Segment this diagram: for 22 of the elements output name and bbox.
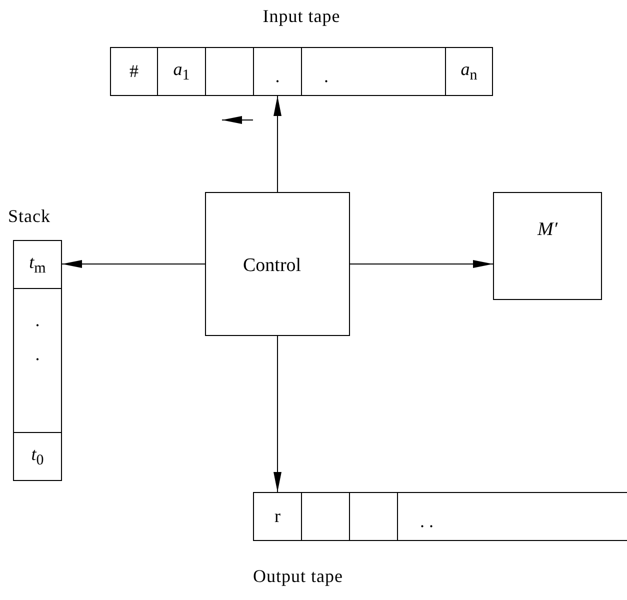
arrow: [274, 336, 282, 492]
arrow: [274, 96, 282, 192]
tape-cell: t$_{m}$: [13, 240, 62, 289]
tape-cell: a$_{1}$: [157, 47, 206, 96]
tape-cell: [349, 492, 398, 541]
tape-cell: [205, 47, 254, 96]
tape-cell: a$_{n}$: [445, 47, 493, 96]
tape-cell: #: [110, 47, 158, 96]
tape-cell: .: [301, 47, 446, 96]
arrow: [350, 260, 494, 268]
tape-cell: [301, 492, 350, 541]
tape-cell: . .: [397, 492, 627, 541]
tape-cell: r: [253, 492, 302, 541]
tape-heading: Output tape: [253, 566, 344, 587]
tape-cell: . .: [13, 288, 62, 433]
tape-cell: .: [253, 47, 302, 96]
arrow: [62, 260, 206, 268]
process-box: Control: [205, 192, 350, 336]
process-box: M′: [493, 192, 602, 300]
tape-heading: Stack: [8, 206, 52, 227]
tape-heading: Input tape: [262, 6, 342, 27]
tape-cell: t$_{0}$: [13, 432, 62, 481]
